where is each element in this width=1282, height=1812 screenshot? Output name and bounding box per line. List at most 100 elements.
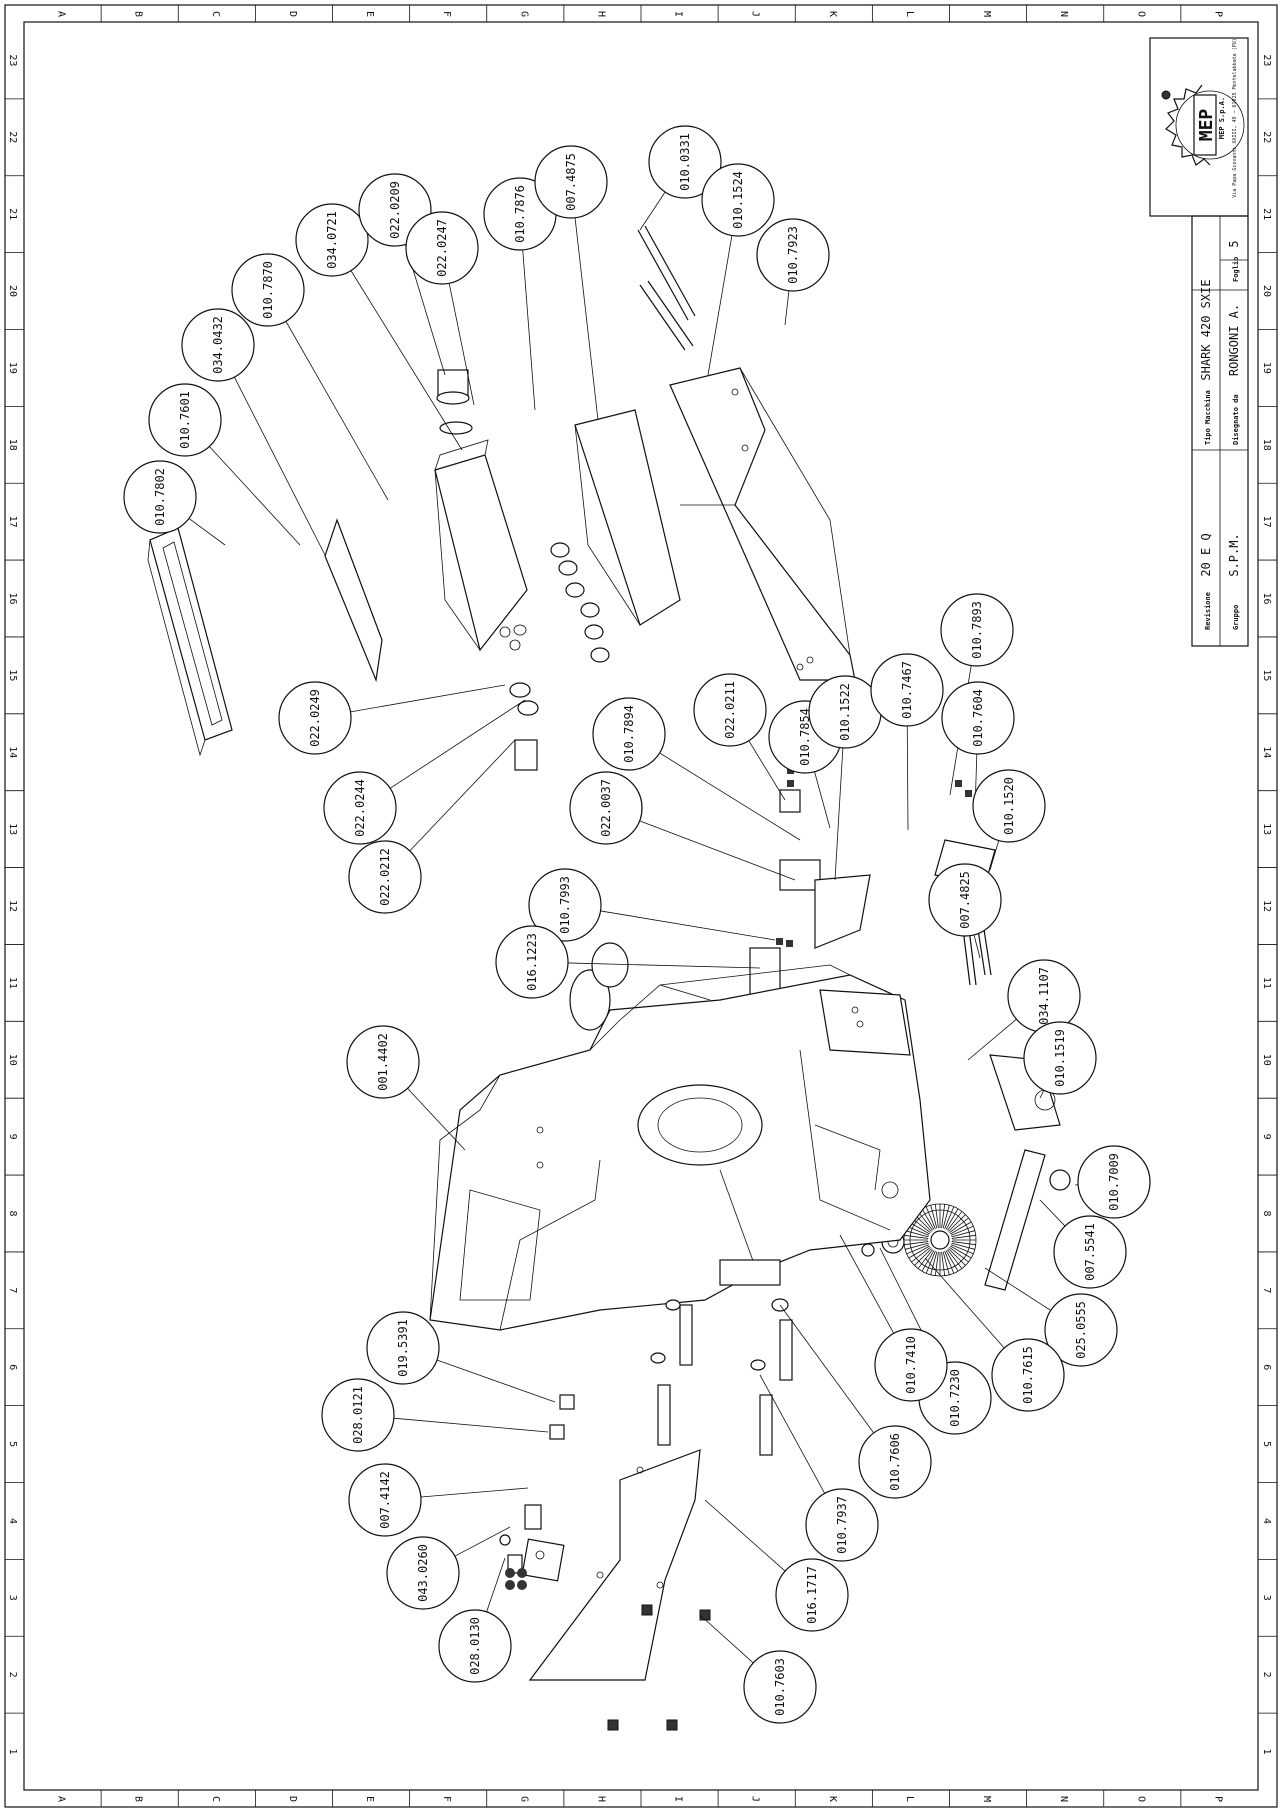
part-number: 022.0244 (353, 779, 367, 837)
leader-line (567, 962, 761, 969)
cable-glands (436, 369, 801, 813)
part-number: 010.7601 (178, 391, 192, 449)
grid-number: 10 (7, 1054, 18, 1066)
part-callout: 022.0244 (323, 771, 397, 845)
part-callout: 022.0212 (348, 840, 422, 914)
callout-circle (775, 1558, 849, 1632)
part-number: 010.7876 (513, 185, 527, 243)
grid-number: 19 (7, 362, 18, 374)
part-number: 019.5391 (396, 1319, 410, 1377)
part-callout: 022.0037 (569, 771, 643, 845)
part-callout: 028.0121 (321, 1378, 395, 1452)
callout-circle (295, 203, 369, 277)
grid-number: 2 (1261, 1672, 1272, 1678)
leader-line (454, 1526, 511, 1557)
revision-value: 20 E Q (1199, 533, 1213, 576)
grid-number: 18 (7, 439, 18, 451)
revision-label: Revisione (1204, 592, 1212, 630)
grid-number: 3 (1261, 1595, 1272, 1601)
part-callout: 019.5391 (366, 1311, 440, 1385)
grid-number: 14 (1261, 746, 1272, 758)
part-number: 001.4402 (376, 1033, 390, 1091)
grid-number: 20 (1261, 285, 1272, 297)
part-number: 010.7009 (1107, 1153, 1121, 1211)
part-callout: 010.7802 (123, 460, 197, 534)
rod-2 (639, 284, 686, 351)
part-callout: 001.4402 (346, 1025, 420, 1099)
part-callout: 010.1519 (1023, 1021, 1097, 1095)
callout-circle (805, 1488, 879, 1562)
grid-number: 21 (1261, 208, 1272, 220)
leader-lines (188, 191, 1079, 1664)
main-casting (429, 942, 931, 1331)
part-callout: 022.0247 (405, 211, 479, 285)
grid-number: 9 (7, 1134, 18, 1140)
part-callout: 010.7937 (805, 1488, 879, 1562)
grid-letter: C (210, 1796, 221, 1802)
part-number: 007.4825 (958, 871, 972, 929)
part-number: 022.0037 (599, 779, 613, 837)
callout-circle (1077, 1145, 1151, 1219)
part-callout: 010.7604 (941, 681, 1015, 755)
callout-circle (278, 681, 352, 755)
leader-line (209, 446, 301, 546)
part-number: 010.1522 (838, 683, 852, 741)
part-callout: 010.7893 (940, 593, 1014, 667)
leader-line (188, 518, 226, 546)
grid-number: 12 (1261, 900, 1272, 912)
callout-circle (495, 925, 569, 999)
long-bracket (669, 367, 856, 681)
part-number: 022.0211 (723, 681, 737, 739)
grid-letter: G (518, 1796, 529, 1802)
part-number: 010.7615 (1021, 1346, 1035, 1404)
part-callout: 010.7606 (858, 1425, 932, 1499)
leader-line (409, 739, 516, 852)
electrical-box (434, 439, 528, 652)
leader-line (973, 934, 981, 959)
cover-plate (324, 518, 383, 683)
part-callout: 010.0331 (648, 125, 722, 199)
leader-line (436, 1359, 556, 1403)
grid-number: 6 (1261, 1364, 1272, 1370)
part-callout: 007.4825 (928, 863, 1002, 937)
parts (147, 225, 1071, 1731)
part-callout: 022.0249 (278, 681, 352, 755)
part-number: 043.0260 (416, 1544, 430, 1602)
leader-line (350, 684, 506, 713)
grid-number: 17 (1261, 516, 1272, 528)
leader-line (699, 1614, 754, 1664)
callout-circle (648, 125, 722, 199)
grid-letter: O (1135, 11, 1146, 17)
leader-line (759, 1374, 826, 1494)
callout-circle (323, 771, 397, 845)
fasteners (499, 767, 972, 1731)
part-callout: 022.0211 (693, 673, 767, 747)
company-name: MEP S.p.A. (1218, 97, 1226, 139)
rod-1 (637, 229, 689, 321)
callout-circle (972, 769, 1046, 843)
part-callout: 010.7601 (148, 383, 222, 457)
grid-number: 7 (1261, 1287, 1272, 1293)
part-callout: 007.4875 (534, 145, 608, 219)
part-number: 010.7854 (798, 708, 812, 766)
leader-line (574, 217, 599, 421)
grid-letter: K (827, 1796, 838, 1802)
grid-number: 17 (7, 516, 18, 528)
leader-line (779, 1304, 875, 1434)
part-number: 028.0130 (468, 1617, 482, 1675)
callout-circle (438, 1609, 512, 1683)
terminal-box (779, 859, 821, 891)
callout-circle (366, 1311, 440, 1385)
drawn-value: RONGONI A. (1227, 304, 1241, 376)
grid-letter: O (1135, 1796, 1146, 1802)
leader-line (906, 725, 909, 831)
side-cover (528, 1449, 701, 1681)
mep-logo: MEP (1161, 84, 1245, 166)
grid-number: 23 (7, 54, 18, 66)
part-number: 010.7802 (153, 468, 167, 526)
callout-circle (940, 593, 1014, 667)
callout-circle (534, 145, 608, 219)
grid-number: 4 (1261, 1518, 1272, 1524)
grid-letter: L (904, 1796, 915, 1802)
